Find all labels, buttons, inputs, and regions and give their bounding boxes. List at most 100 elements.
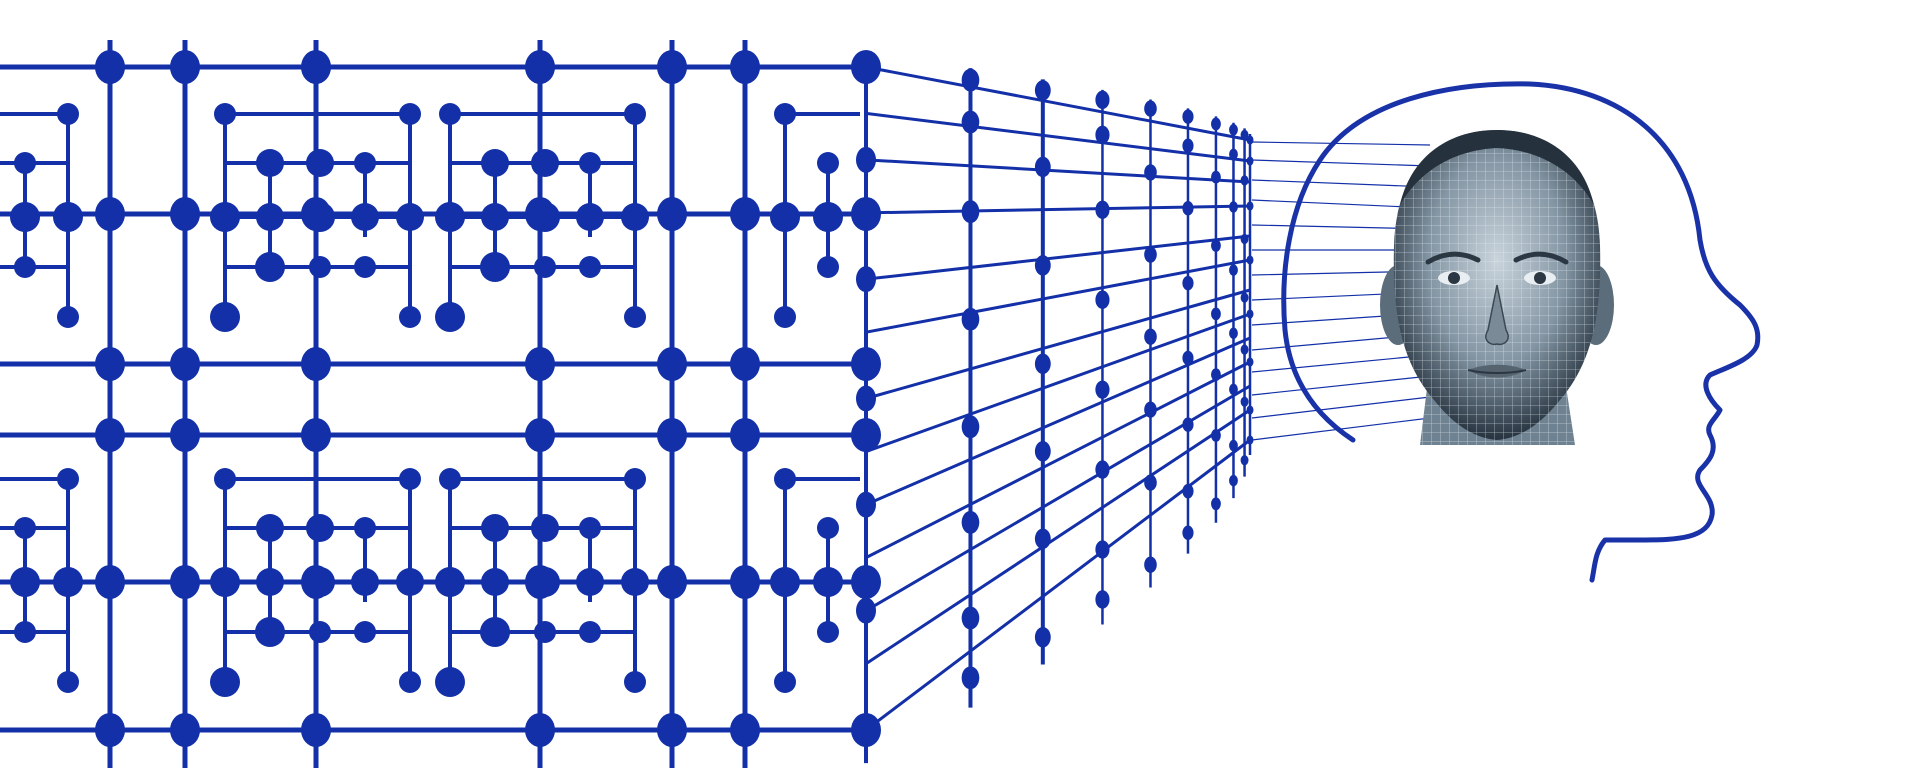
- circuit-node: [774, 468, 796, 490]
- circuit-node: [1144, 246, 1157, 263]
- circuit-node: [399, 103, 421, 125]
- circuit-node: [961, 307, 980, 331]
- circuit-junction: [170, 565, 200, 599]
- circuit-node: [1240, 292, 1249, 303]
- circuit-node: [57, 103, 79, 125]
- circuit-trace: [865, 234, 1251, 281]
- circuit-node: [1229, 327, 1238, 339]
- circuit-junction: [95, 197, 125, 231]
- circuit-node: [579, 152, 601, 174]
- circuit-node: [579, 517, 601, 539]
- circuit-node: [813, 567, 843, 597]
- circuit-node: [813, 202, 843, 232]
- circuit-node: [1095, 590, 1110, 609]
- circuit-node: [1229, 148, 1238, 161]
- circuit-junction: [525, 50, 555, 84]
- circuit-node: [214, 468, 236, 490]
- circuit-node: [57, 306, 79, 328]
- circuit-node: [396, 203, 424, 231]
- circuit-node: [481, 568, 509, 596]
- circuit-node: [1182, 109, 1194, 124]
- circuit-node: [1240, 175, 1249, 186]
- circuit-node: [396, 568, 424, 596]
- circuit-node: [1240, 233, 1249, 245]
- circuit-junction: [730, 50, 760, 84]
- connector-wire: [1251, 179, 1431, 188]
- head-profile-outline: [1281, 81, 1761, 583]
- circuit-node: [439, 468, 461, 490]
- circuit-node: [1034, 626, 1051, 648]
- circuit-node: [856, 717, 876, 743]
- circuit-node: [1229, 124, 1238, 136]
- circuit-node: [770, 567, 800, 597]
- circuit-node: [1095, 90, 1110, 110]
- circuit-junction: [170, 418, 200, 452]
- circuit-grid: [0, 40, 881, 768]
- circuit-node: [14, 152, 36, 174]
- circuit-node: [53, 202, 83, 232]
- circuit-node: [306, 149, 334, 177]
- circuit-junction: [170, 347, 200, 381]
- circuit-node: [1095, 380, 1110, 399]
- circuit-node: [774, 306, 796, 328]
- circuit-junction: [95, 50, 125, 84]
- circuit-node: [1229, 201, 1238, 213]
- circuit-node: [621, 203, 649, 231]
- circuit-node: [255, 617, 285, 647]
- circuit-node: [14, 517, 36, 539]
- circuit-junction: [301, 418, 331, 452]
- circuit-node: [961, 606, 980, 630]
- circuit-node: [531, 149, 559, 177]
- circuit-node: [1182, 417, 1194, 432]
- circuit-junction: [525, 418, 555, 452]
- connector-wire: [1251, 354, 1431, 373]
- circuit-node: [1246, 435, 1254, 445]
- circuit-node: [10, 202, 40, 232]
- circuit-node: [480, 252, 510, 282]
- circuit-trace: [865, 158, 1251, 184]
- circuit-node: [1246, 201, 1254, 211]
- circuit-node: [1229, 383, 1238, 396]
- circuit-node: [1240, 344, 1249, 355]
- circuit-junction: [170, 713, 200, 747]
- circuit-trace: [865, 438, 1251, 732]
- circuit-node: [1182, 350, 1194, 366]
- circuit-node: [774, 103, 796, 125]
- circuit-node: [1144, 164, 1157, 181]
- connector-wire: [1251, 375, 1431, 396]
- circuit-trace: [865, 288, 1251, 400]
- circuit-node: [1034, 440, 1051, 462]
- connector-wire: [1251, 396, 1431, 419]
- circuit-trace: [865, 312, 1251, 453]
- circuit-node: [481, 203, 509, 231]
- circuit-node: [309, 256, 331, 278]
- circuit-node: [10, 567, 40, 597]
- circuit-trace: [865, 336, 1251, 506]
- circuit-node: [817, 517, 839, 539]
- circuit-node: [14, 256, 36, 278]
- circuit-perspective-grid: [856, 53, 1254, 764]
- circuit-node: [1229, 474, 1238, 487]
- circuit-trace: [865, 258, 1251, 334]
- circuit-node: [961, 415, 980, 439]
- circuit-node: [624, 468, 646, 490]
- circuit-junction: [657, 565, 687, 599]
- circuit-node: [14, 621, 36, 643]
- circuit-junction: [525, 713, 555, 747]
- circuit-node: [1095, 200, 1110, 219]
- circuit-node: [1229, 439, 1238, 452]
- circuit-node: [856, 385, 876, 412]
- circuit-node: [856, 54, 876, 80]
- circuit-trace: [865, 360, 1251, 559]
- circuit-node: [856, 266, 876, 293]
- circuit-node: [1246, 357, 1254, 367]
- mesh-face: [1380, 130, 1614, 440]
- circuit-node: [1034, 80, 1051, 101]
- circuit-junction: [301, 713, 331, 747]
- circuit-node: [256, 203, 284, 231]
- circuit-node: [1211, 368, 1221, 382]
- circuit-node: [1095, 540, 1110, 559]
- connector-wire: [1251, 141, 1431, 146]
